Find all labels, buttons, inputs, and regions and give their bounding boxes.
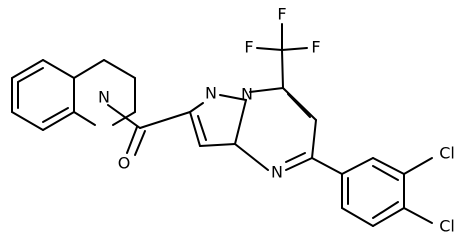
nitrogen-atom-label: N — [271, 163, 283, 182]
chlorine-atom-label: Cl — [439, 217, 455, 236]
oxygen-atom-label: O — [118, 154, 131, 173]
atom-labels: N O N N N F F F Cl Cl — [98, 5, 455, 236]
fluorine-atom-label: F — [277, 5, 286, 24]
bond-lines — [11, 23, 433, 227]
fluorine-atom-label: F — [244, 38, 253, 57]
chlorine-atom-label: Cl — [439, 144, 455, 163]
fluorine-atom-label: F — [311, 38, 320, 57]
nitrogen-atom-label: N — [241, 85, 253, 104]
nitrogen-atom-label: N — [98, 88, 110, 107]
nitrogen-atom-label: N — [205, 84, 217, 103]
